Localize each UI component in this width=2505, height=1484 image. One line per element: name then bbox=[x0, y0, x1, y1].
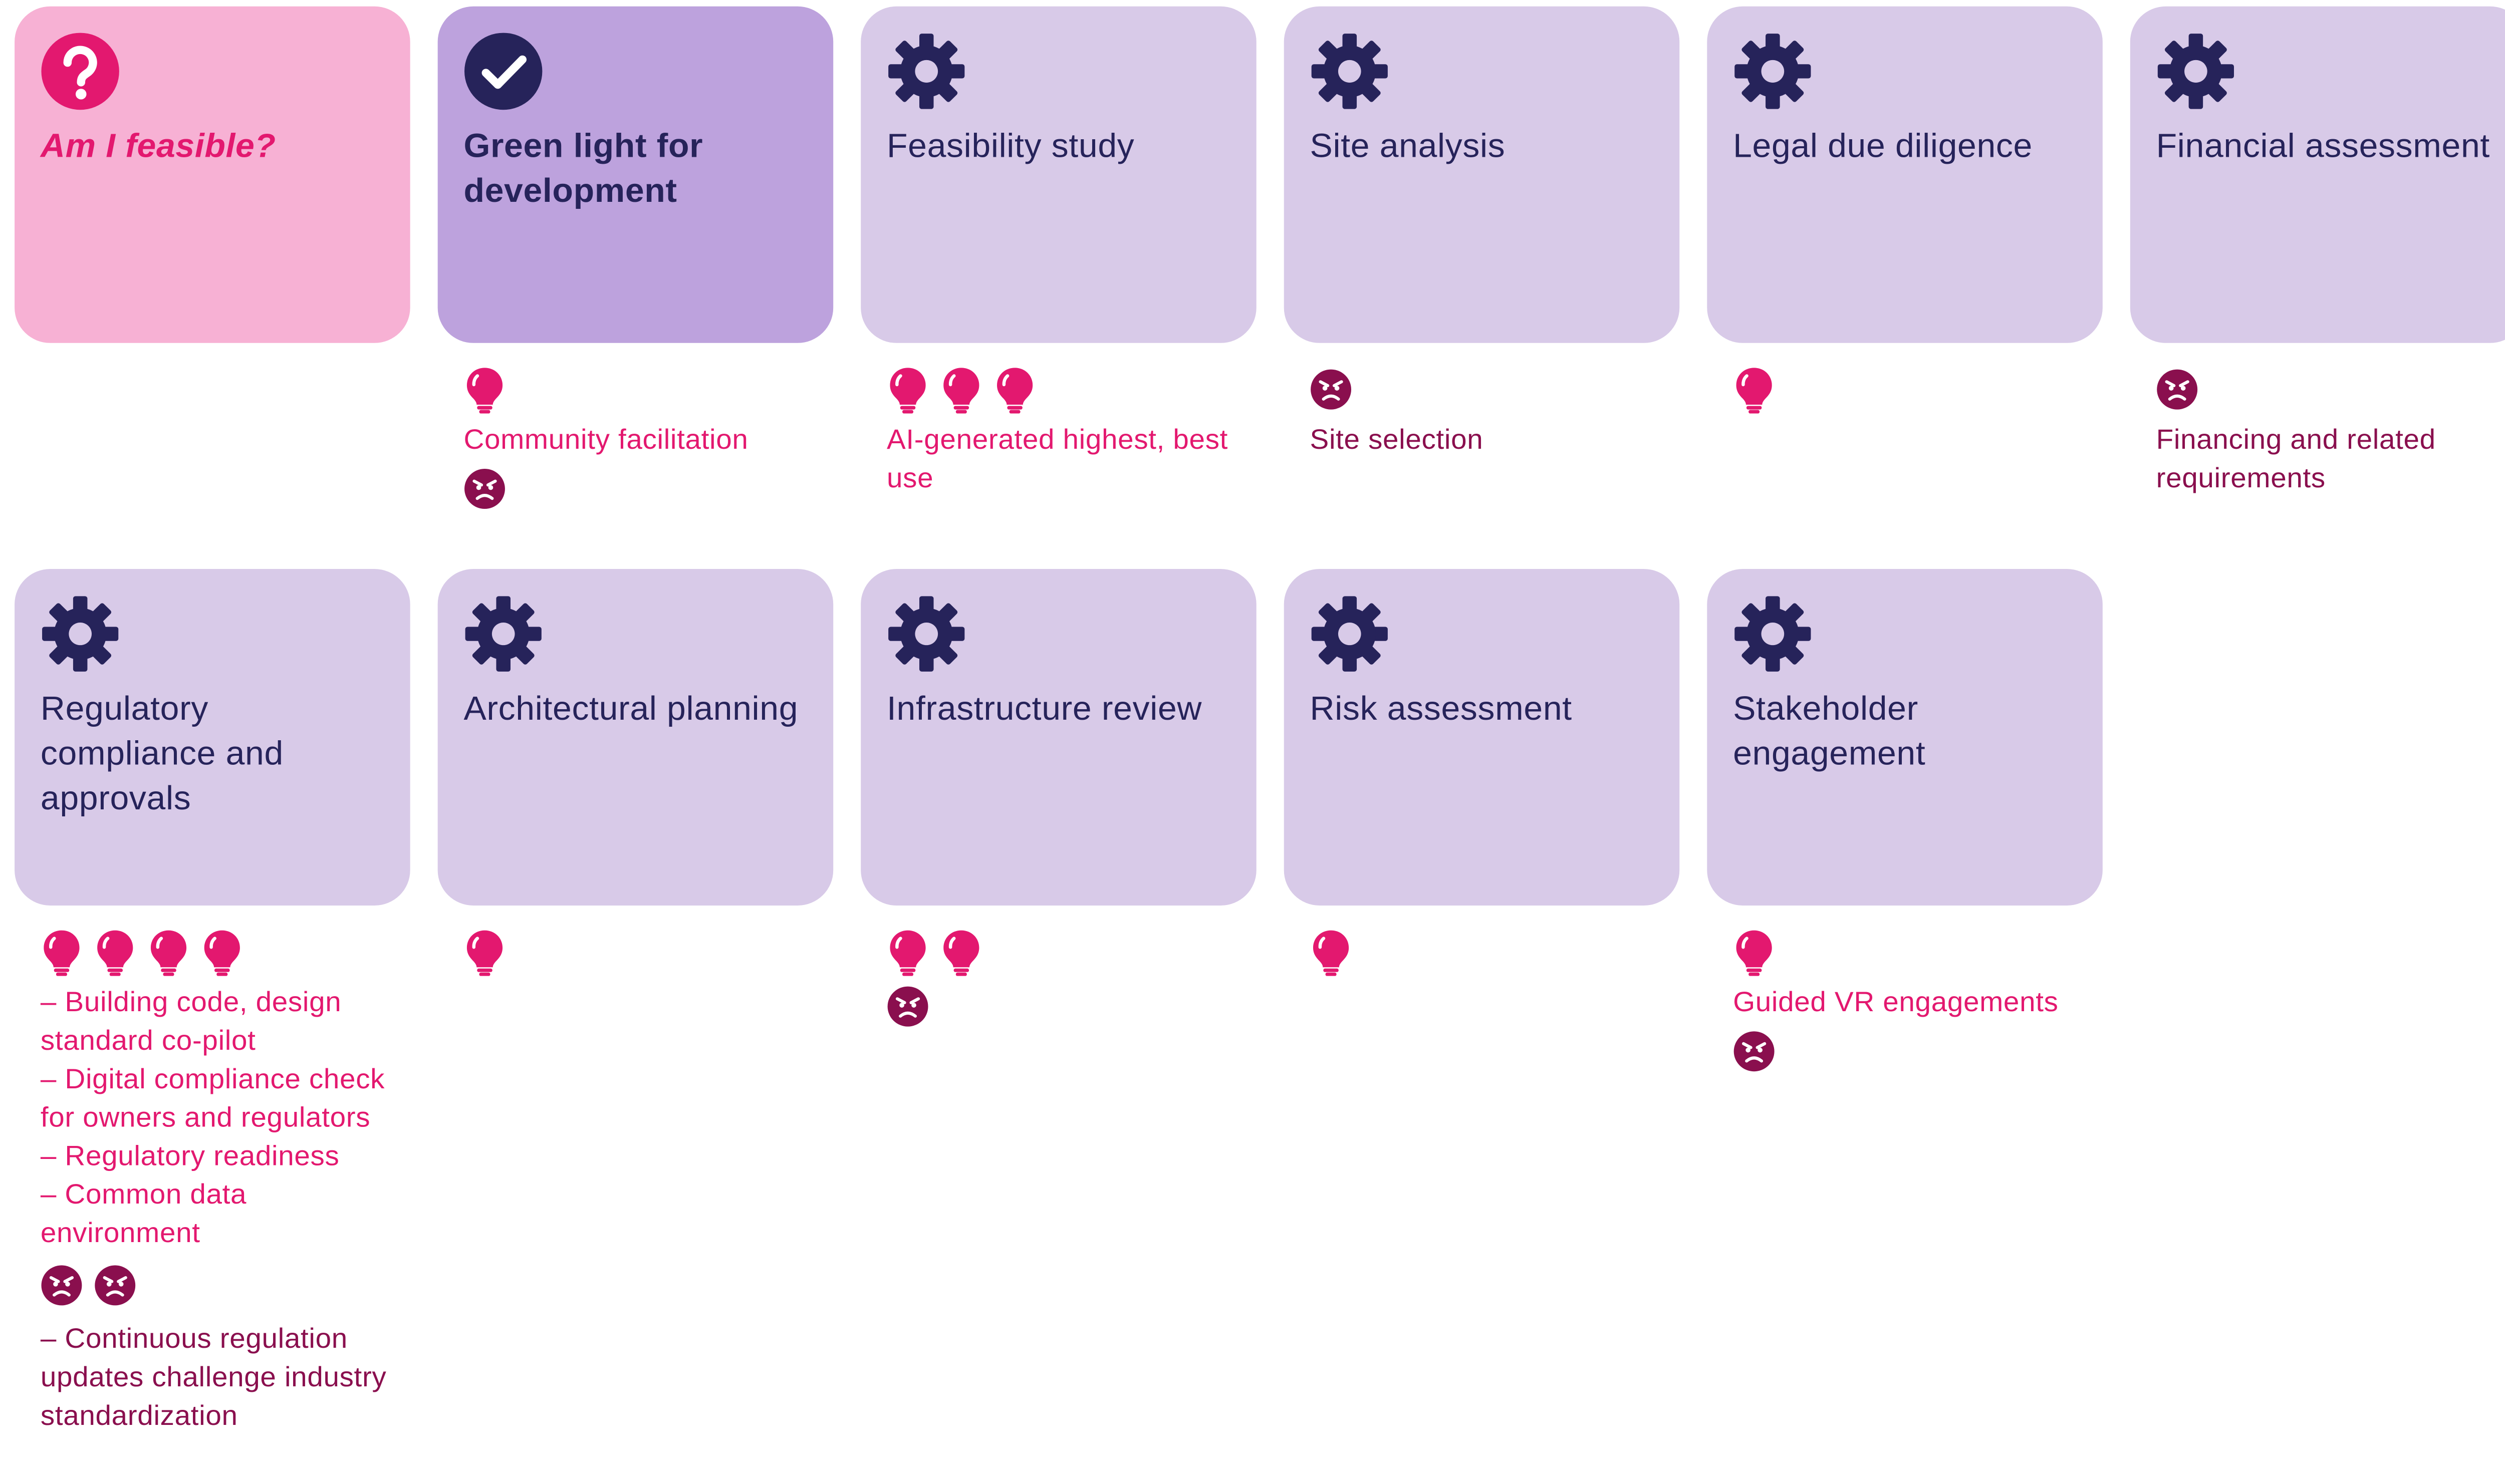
gear-icon bbox=[888, 596, 965, 672]
lightbulb-icon bbox=[1736, 368, 1772, 414]
step-title: Financial assessment bbox=[2156, 128, 2490, 165]
step-notes-financial-assessment: Financing and related requirements bbox=[2130, 366, 2505, 497]
lightbulb-icon bbox=[890, 930, 926, 976]
step-card-financial-assessment: Financial assessment bbox=[2130, 6, 2505, 343]
step-card-regulatory-compliance: Regulatory compliance and approvals bbox=[15, 569, 410, 906]
opportunity-icons bbox=[41, 928, 410, 976]
opportunity-icons bbox=[1733, 928, 2103, 976]
opportunity-text: AI-generated highest, best use bbox=[886, 423, 1228, 494]
step-notes-architectural-planning bbox=[438, 928, 834, 976]
step-card-green-light: Green light for development bbox=[437, 6, 834, 343]
step-notes-green-light: Community facilitation bbox=[438, 366, 834, 513]
step-title: Risk assessment bbox=[1310, 691, 1572, 728]
pain-point-icons bbox=[463, 465, 833, 513]
step-notes-infrastructure-review bbox=[861, 928, 1257, 1031]
pain-point-icons bbox=[41, 1261, 410, 1309]
gear-icon bbox=[465, 596, 542, 672]
lightbulb-icon bbox=[1736, 930, 1772, 976]
pain-point-icons bbox=[1310, 366, 1680, 414]
lightbulb-icon bbox=[466, 368, 503, 414]
step-notes-stakeholder-engagement: Guided VR engagements bbox=[1707, 928, 2103, 1075]
opportunity-text: – Regulatory readiness bbox=[40, 1139, 340, 1172]
gear-icon bbox=[888, 34, 965, 109]
step-card-stakeholder-engagement: Stakeholder engagement bbox=[1707, 569, 2103, 906]
lightbulb-icon bbox=[997, 368, 1033, 414]
angry-face-icon bbox=[2157, 369, 2198, 410]
angry-face-icon bbox=[464, 469, 505, 509]
opportunity-text: – Digital compliance check for owners an… bbox=[40, 1062, 385, 1133]
step-title: Infrastructure review bbox=[886, 691, 1202, 728]
pain-point-text: Financing and related requirements bbox=[2156, 423, 2436, 494]
step-title: Am I feasible? bbox=[40, 128, 276, 165]
gear-icon bbox=[42, 596, 119, 672]
opportunity-text: Community facilitation bbox=[463, 423, 748, 455]
lightbulb-icon bbox=[943, 368, 979, 414]
step-card-am-i-feasible: Am I feasible? bbox=[15, 6, 410, 343]
step-title: Feasibility study bbox=[886, 128, 1135, 165]
lightbulb-icon bbox=[44, 930, 80, 976]
opportunity-icons bbox=[463, 366, 833, 414]
pain-point-icons bbox=[1733, 1027, 2103, 1075]
step-title: Green light for development bbox=[463, 128, 703, 210]
step-notes-risk-assessment bbox=[1284, 928, 1680, 976]
step-notes-legal-due-diligence bbox=[1707, 366, 2103, 414]
step-card-infrastructure-review: Infrastructure review bbox=[861, 569, 1257, 906]
opportunity-text: – Common data environment bbox=[40, 1178, 247, 1249]
step-title: Regulatory compliance and approvals bbox=[40, 691, 284, 817]
gear-icon bbox=[1311, 596, 1388, 672]
lightbulb-icon bbox=[1313, 930, 1349, 976]
opportunity-icons bbox=[887, 928, 1257, 976]
lightbulb-icon bbox=[97, 930, 133, 976]
opportunity-icons bbox=[463, 928, 833, 976]
lightbulb-icon bbox=[466, 930, 503, 976]
question-circle-icon bbox=[41, 33, 119, 110]
angry-face-icon bbox=[41, 1265, 82, 1306]
opportunity-icons bbox=[887, 366, 1257, 414]
pain-point-text: – Continuous regulation updates challeng… bbox=[40, 1322, 387, 1431]
opportunity-text: – Building code, design standard co-pilo… bbox=[40, 986, 342, 1056]
step-card-site-analysis: Site analysis bbox=[1284, 6, 1680, 343]
gear-icon bbox=[1734, 34, 1811, 109]
step-card-architectural-planning: Architectural planning bbox=[437, 569, 834, 906]
step-notes-regulatory-compliance: – Building code, design standard co-pilo… bbox=[15, 928, 410, 1434]
pain-point-icons bbox=[2156, 366, 2505, 414]
lightbulb-icon bbox=[943, 930, 979, 976]
step-card-legal-due-diligence: Legal due diligence bbox=[1707, 6, 2103, 343]
pain-point-text: Site selection bbox=[1310, 423, 1483, 455]
step-card-feasibility-study: Feasibility study bbox=[861, 6, 1257, 343]
lightbulb-icon bbox=[890, 368, 926, 414]
check-circle-icon bbox=[464, 33, 543, 110]
step-title: Site analysis bbox=[1310, 128, 1506, 165]
step-card-risk-assessment: Risk assessment bbox=[1284, 569, 1680, 906]
step-notes-feasibility-study: AI-generated highest, best use bbox=[861, 366, 1257, 497]
angry-face-icon bbox=[1311, 369, 1352, 410]
angry-face-icon bbox=[1733, 1031, 1775, 1072]
lightbulb-icon bbox=[204, 930, 240, 976]
step-title: Architectural planning bbox=[463, 691, 799, 728]
opportunity-icons bbox=[1310, 928, 1680, 976]
opportunity-text: Guided VR engagements bbox=[1733, 986, 2059, 1018]
step-notes-site-analysis: Site selection bbox=[1284, 366, 1680, 459]
step-title: Stakeholder engagement bbox=[1733, 691, 1926, 773]
gear-icon bbox=[1734, 596, 1811, 672]
opportunity-icons bbox=[1733, 366, 2103, 414]
gear-icon bbox=[2157, 34, 2234, 109]
lightbulb-icon bbox=[150, 930, 187, 976]
gear-icon bbox=[1311, 34, 1388, 109]
step-title: Legal due diligence bbox=[1733, 128, 2033, 165]
angry-face-icon bbox=[887, 986, 928, 1027]
pain-point-icons bbox=[887, 983, 1257, 1031]
angry-face-icon bbox=[95, 1265, 136, 1306]
